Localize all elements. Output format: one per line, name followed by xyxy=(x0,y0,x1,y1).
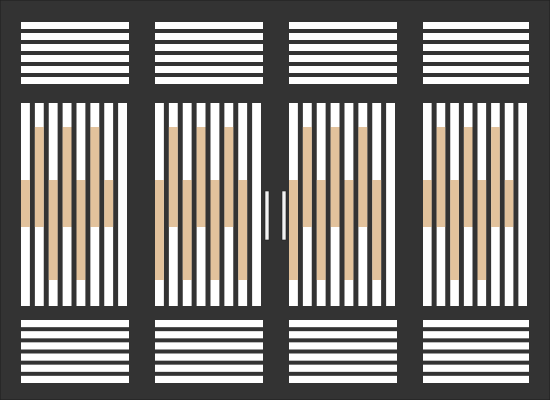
panel-1-wood-insert xyxy=(34,127,44,227)
panel-3-bottom-louver-opening xyxy=(289,375,397,383)
panel-3-wood-insert xyxy=(330,127,340,227)
panel-4-vertical-opening xyxy=(518,103,527,306)
panel-1 xyxy=(21,22,129,383)
panel-4-bottom-louver-opening xyxy=(423,353,529,361)
panel-2-bottom-louver-opening xyxy=(155,342,263,350)
panel-1-wood-insert xyxy=(104,180,114,227)
panel-2-bottom-louver-opening xyxy=(155,364,263,372)
panel-3-top-louver-opening xyxy=(289,33,397,40)
panel-3-top-louver-opening xyxy=(289,22,397,29)
panel-2-bottom-louver-opening xyxy=(155,331,263,339)
panel-2-vertical-opening xyxy=(252,103,261,306)
panel-4-wood-insert xyxy=(463,127,473,227)
panel-4-wood-insert xyxy=(504,180,514,227)
panel-3-top-louver-opening xyxy=(289,55,397,62)
left-leaf-handle xyxy=(264,190,270,241)
panel-1-bottom-louver-opening xyxy=(21,353,129,361)
panel-3-bottom-louver-opening xyxy=(289,353,397,361)
panel-2-wood-insert xyxy=(182,180,192,280)
panel-3-top-louver-opening xyxy=(289,77,397,84)
panel-1-bottom-louver-opening xyxy=(21,375,129,383)
gate-handles xyxy=(264,190,287,241)
panel-3-wood-insert xyxy=(358,127,368,227)
panel-1-wood-insert xyxy=(21,180,30,227)
panel-2-top-louver-opening xyxy=(155,22,263,29)
panel-2-wood-insert xyxy=(168,127,178,227)
panel-4-top-louver-opening xyxy=(423,55,529,62)
panel-2-bottom-louver-opening xyxy=(155,353,263,361)
panel-3-bottom-louver-opening xyxy=(289,364,397,372)
panel-3-top-louver-opening xyxy=(289,66,397,73)
panel-4-top-louver-opening xyxy=(423,44,529,51)
panel-2-bottom-louver-opening xyxy=(155,375,263,383)
panel-3-bottom-louver-opening xyxy=(289,331,397,339)
panel-2-bottom-louver-opening xyxy=(155,320,263,328)
panel-1-bottom-louver-opening xyxy=(21,364,129,372)
panel-1-top-louver-opening xyxy=(21,22,129,29)
panel-2-top-louver-opening xyxy=(155,55,263,62)
panel-1-bottom-louver-opening xyxy=(21,331,129,339)
panel-4-top-louver-opening xyxy=(423,33,529,40)
panel-3-wood-insert xyxy=(316,180,326,280)
panel-1-top-louver-opening xyxy=(21,44,129,51)
panel-4-wood-insert xyxy=(450,180,459,280)
panel-2-wood-insert xyxy=(238,180,248,280)
panel-1-wood-insert xyxy=(90,127,100,227)
panel-2-top-louver-opening xyxy=(155,33,263,40)
panel-4-bottom-louver-opening xyxy=(423,331,529,339)
panel-3-wood-insert xyxy=(344,180,354,280)
panel-1-top-louver-opening xyxy=(21,77,129,84)
panel-1-wood-insert xyxy=(48,180,58,280)
panel-1-top-louver-opening xyxy=(21,33,129,40)
panel-2-wood-insert xyxy=(224,127,234,227)
panel-1-bottom-louver-opening xyxy=(21,342,129,350)
panel-4-bottom-louver-opening xyxy=(423,342,529,350)
panel-3-top-louver-opening xyxy=(289,44,397,51)
panel-2-top-louver-opening xyxy=(155,77,263,84)
panel-4-wood-insert xyxy=(477,180,487,280)
panel-4-bottom-louver-opening xyxy=(423,375,529,383)
panel-1-bottom-louver-opening xyxy=(21,320,129,328)
panel-3-wood-insert xyxy=(302,127,312,227)
panel-4-top-louver-opening xyxy=(423,22,529,29)
panel-2-wood-insert xyxy=(196,127,206,227)
panel-4 xyxy=(423,22,529,383)
panel-2-top-louver-opening xyxy=(155,44,263,51)
right-leaf-handle xyxy=(281,190,287,241)
panel-3-wood-insert xyxy=(289,180,298,280)
panel-1-top-louver-opening xyxy=(21,55,129,62)
panel-2 xyxy=(155,22,263,383)
panel-4-bottom-louver-opening xyxy=(423,364,529,372)
panel-1-wood-insert xyxy=(62,127,72,227)
panel-2-wood-insert xyxy=(210,180,220,280)
panel-3 xyxy=(289,22,397,383)
panel-4-wood-insert xyxy=(436,127,446,227)
panel-4-wood-insert xyxy=(423,180,432,227)
panel-3-bottom-louver-opening xyxy=(289,320,397,328)
panel-2-top-louver-opening xyxy=(155,66,263,73)
panel-1-top-louver-opening xyxy=(21,66,129,73)
panel-3-wood-insert xyxy=(372,180,382,280)
panel-4-top-louver-opening xyxy=(423,77,529,84)
panel-4-wood-insert xyxy=(491,127,500,227)
panel-1-vertical-opening xyxy=(118,103,127,306)
panel-1-wood-insert xyxy=(76,180,86,280)
panel-4-top-louver-opening xyxy=(423,66,529,73)
panel-3-bottom-louver-opening xyxy=(289,342,397,350)
gate-panels xyxy=(21,22,529,383)
panel-3-vertical-opening xyxy=(386,103,395,306)
panel-2-wood-insert xyxy=(155,180,164,280)
panel-4-bottom-louver-opening xyxy=(423,320,529,328)
